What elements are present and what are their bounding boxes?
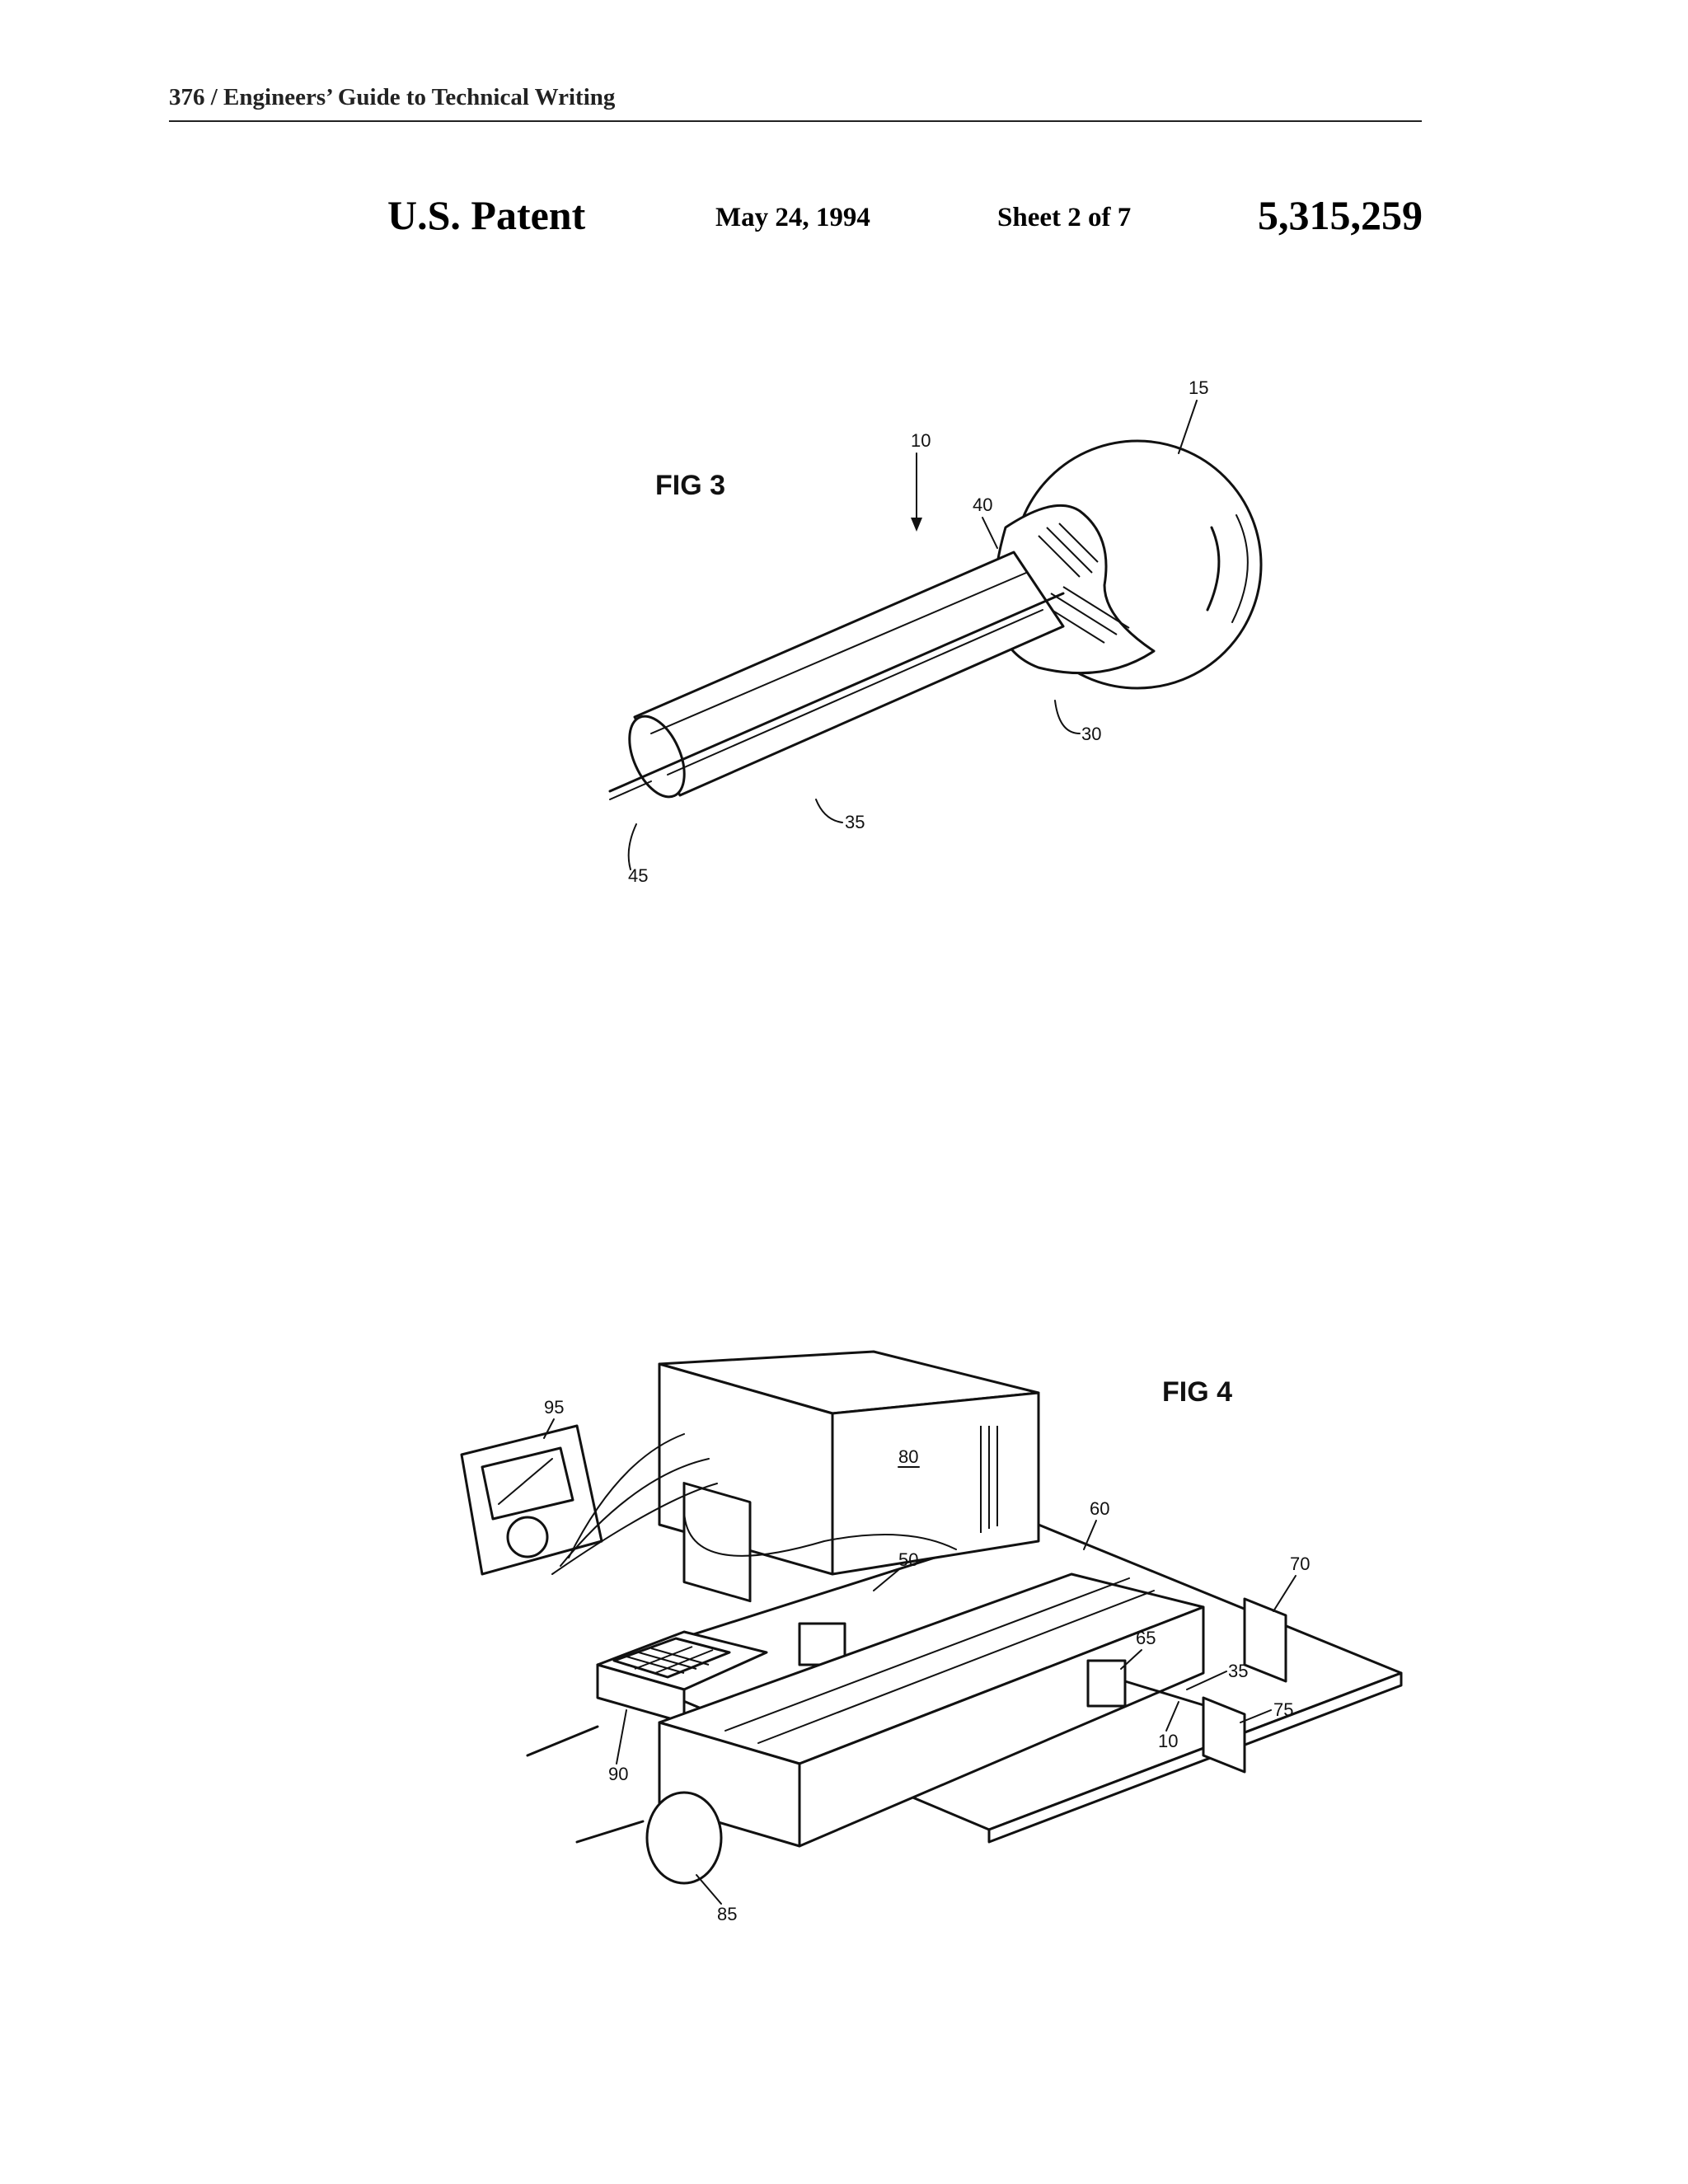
carriage bbox=[1086, 1659, 1127, 1708]
adjustment-knob bbox=[645, 1791, 723, 1885]
ref-65: 65 bbox=[1136, 1628, 1156, 1648]
arrow-10 bbox=[911, 518, 922, 532]
figure-4: FIG 4 bbox=[412, 1335, 1434, 1961]
leader-95 bbox=[543, 1418, 555, 1439]
knob-shaft bbox=[575, 1820, 645, 1844]
cable bbox=[551, 1483, 718, 1575]
ref-80: 80 bbox=[898, 1446, 918, 1467]
ref-35: 35 bbox=[845, 812, 865, 832]
ref-30: 30 bbox=[1081, 724, 1101, 744]
patent-date: May 24, 1994 bbox=[715, 203, 870, 232]
leader-40 bbox=[982, 517, 998, 549]
ref-60: 60 bbox=[1090, 1498, 1109, 1519]
cable bbox=[568, 1433, 685, 1558]
power-supply-side bbox=[831, 1391, 1040, 1576]
patent-title: U.S. Patent bbox=[387, 192, 586, 238]
ref-70: 70 bbox=[1290, 1554, 1310, 1574]
wire-end bbox=[609, 780, 652, 800]
patent-number: 5,315,259 bbox=[1258, 192, 1423, 238]
bulb-highlight bbox=[1206, 526, 1221, 612]
multimeter-display bbox=[481, 1446, 574, 1521]
ref-90: 90 bbox=[608, 1764, 628, 1784]
ref-35: 35 bbox=[1228, 1661, 1248, 1681]
leader-30 bbox=[1054, 700, 1081, 734]
rail-groove bbox=[724, 1577, 1130, 1732]
ref-95: 95 bbox=[544, 1397, 564, 1418]
leader-50 bbox=[873, 1569, 899, 1591]
leader-65 bbox=[1120, 1649, 1142, 1670]
upright-70 bbox=[1243, 1597, 1287, 1683]
bulb-highlight bbox=[1231, 514, 1249, 623]
figure-3-drawing: FIG 3 15 1 bbox=[608, 377, 1263, 886]
leader-85 bbox=[696, 1874, 722, 1905]
rail-groove bbox=[757, 1590, 1155, 1744]
ref-85: 85 bbox=[717, 1904, 737, 1924]
ref-45: 45 bbox=[628, 865, 648, 886]
leader-70 bbox=[1273, 1575, 1296, 1612]
figure-3-label: FIG 3 bbox=[655, 470, 725, 501]
ref-15: 15 bbox=[1189, 377, 1208, 398]
figure-3: FIG 3 15 1 bbox=[577, 371, 1319, 907]
multimeter-dial bbox=[506, 1516, 549, 1558]
ref-50: 50 bbox=[898, 1549, 918, 1570]
leader-75 bbox=[1240, 1709, 1272, 1723]
leader-35 bbox=[815, 799, 843, 823]
ref-40: 40 bbox=[973, 494, 992, 515]
power-supply-panel bbox=[682, 1482, 752, 1603]
neck-hatching bbox=[1038, 523, 1130, 644]
leader-35 bbox=[1186, 1671, 1227, 1690]
figure-4-label: FIG 4 bbox=[1162, 1376, 1232, 1408]
cable bbox=[560, 1458, 710, 1567]
leader-90 bbox=[616, 1709, 627, 1765]
cable bbox=[683, 1507, 957, 1557]
side-shading bbox=[980, 1426, 998, 1533]
leader-45 bbox=[627, 823, 637, 870]
ref-10: 10 bbox=[1158, 1731, 1178, 1751]
ref-75: 75 bbox=[1273, 1699, 1293, 1720]
keypad bbox=[612, 1637, 731, 1679]
leader-10 bbox=[1165, 1701, 1179, 1732]
base-plate-edge bbox=[987, 1671, 1403, 1844]
patent-sheet: Sheet 2 of 7 bbox=[997, 203, 1132, 232]
tube-body bbox=[633, 551, 1065, 797]
tube-inner-line bbox=[667, 609, 1043, 776]
leader-15 bbox=[1178, 400, 1198, 454]
figure-4-drawing: FIG 4 bbox=[460, 1350, 1403, 1924]
control-shaft bbox=[526, 1725, 599, 1757]
multimeter-needle bbox=[498, 1458, 553, 1505]
upright-75 bbox=[1202, 1696, 1246, 1774]
ref-10: 10 bbox=[911, 430, 931, 451]
tube-inner-line bbox=[650, 572, 1027, 734]
running-head: 376 / Engineers’ Guide to Technical Writ… bbox=[169, 84, 616, 110]
leader-60 bbox=[1083, 1520, 1097, 1550]
wire bbox=[608, 592, 1065, 793]
header-rule bbox=[169, 120, 1422, 122]
